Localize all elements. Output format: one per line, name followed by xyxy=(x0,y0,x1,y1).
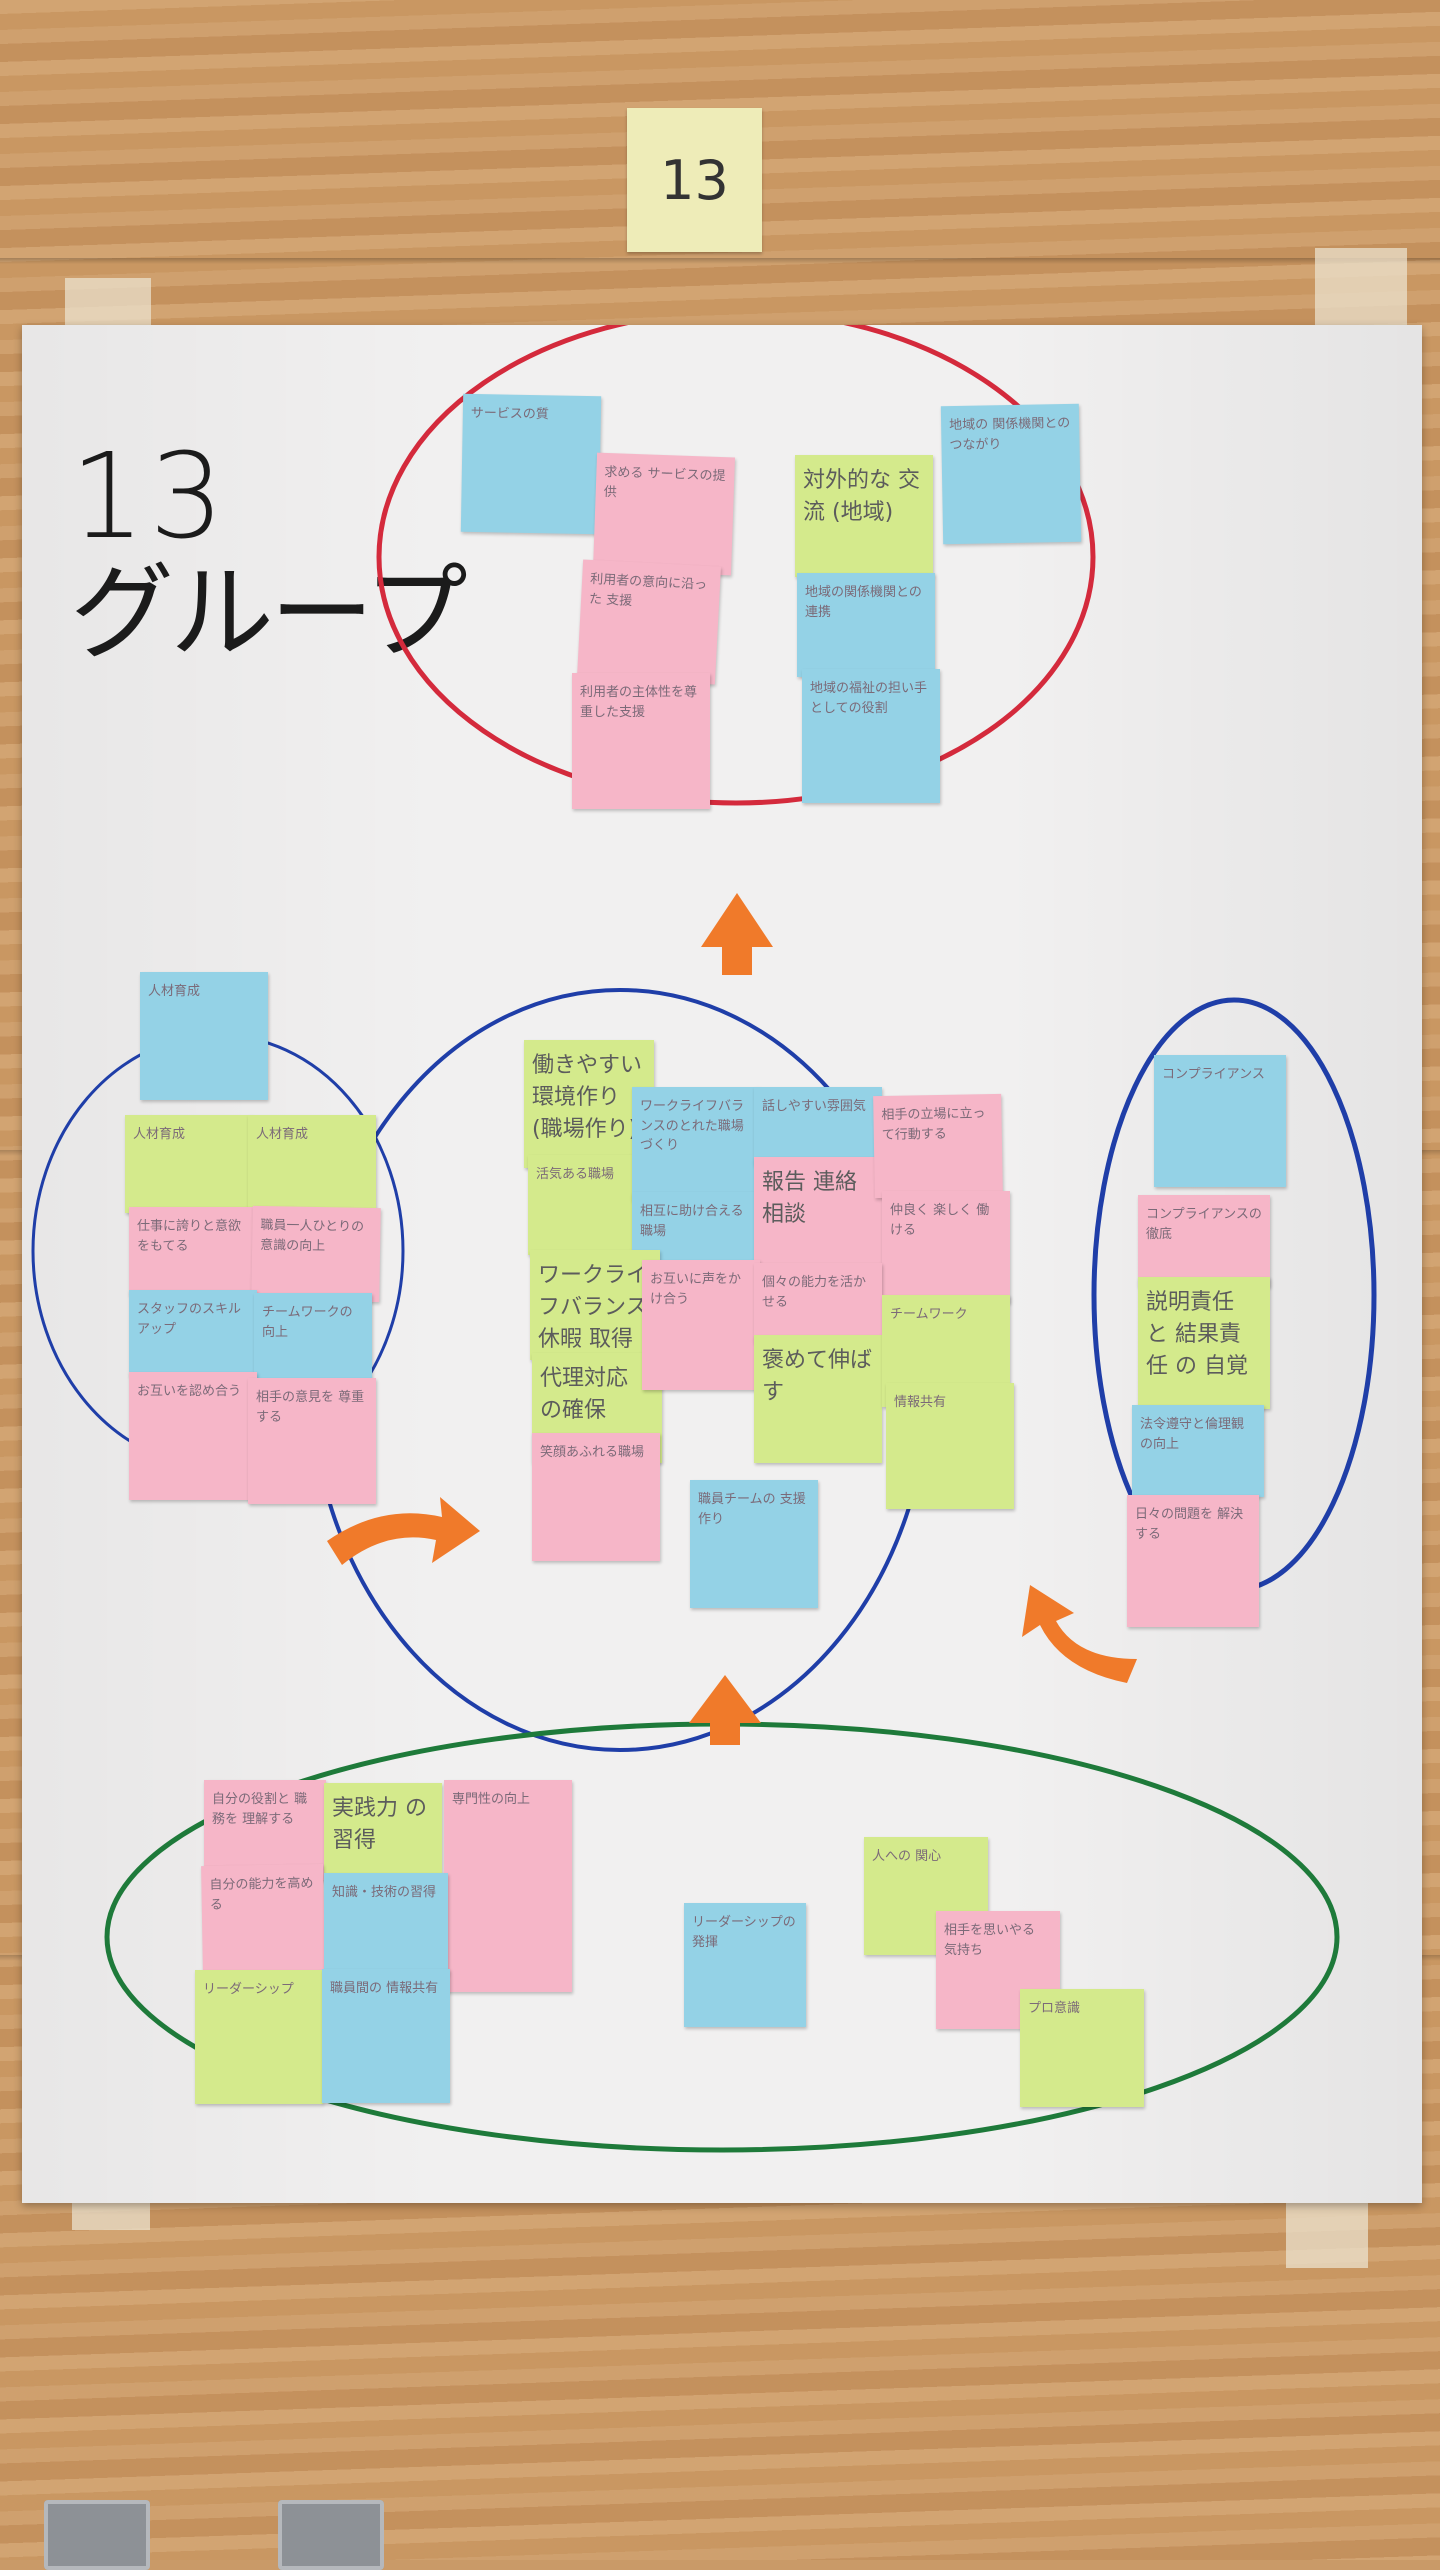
sticky-note: 情報共有 xyxy=(886,1383,1014,1509)
poster-paper: 13 グループ サービスの質 求める サービスの提供 利用者の意向に沿った 支援… xyxy=(22,325,1422,2203)
arrow-up-bottom xyxy=(689,1675,761,1745)
sticky-note: 職員間の 情報共有 xyxy=(322,1969,450,2103)
sticky-note: 専門性の向上 xyxy=(444,1780,572,1992)
poster-title: 13 グループ xyxy=(70,427,468,674)
arrow-curve-right xyxy=(1022,1585,1137,1683)
sticky-note: 話しやすい雰囲気 xyxy=(754,1087,882,1165)
sticky-note: お互いに声をかけ合う xyxy=(642,1260,760,1390)
sticky-note: 地域の関係機関との連携 xyxy=(797,573,935,677)
sticky-note: ワークライフバランスのとれた職場づくり xyxy=(632,1087,760,1201)
sticky-note: スタッフのスキルアップ xyxy=(129,1290,257,1376)
sticky-note: 日々の問題を 解決する xyxy=(1127,1495,1259,1627)
sticky-note: 人材育成 xyxy=(125,1115,253,1213)
poster-title-word: グループ xyxy=(70,551,468,674)
sticky-note: サービスの質 xyxy=(460,393,602,535)
sticky-note: 報告 連絡 相談 xyxy=(754,1157,882,1267)
sticky-note: 説明責任 と 結果責任 の 自覚 xyxy=(1138,1277,1270,1409)
tape-top-right xyxy=(1315,248,1407,328)
sticky-note: 利用者の意向に沿った 支援 xyxy=(577,559,721,685)
sticky-note: 相手を思いやる 気持ち xyxy=(936,1911,1060,2029)
sticky-note: チームワークの向上 xyxy=(254,1293,372,1381)
sticky-note: 対外的な 交流 (地域) xyxy=(795,455,933,577)
wall-outlet-right xyxy=(278,2500,384,2570)
sticky-note: 実践力 の習得 xyxy=(324,1783,442,1883)
sticky-note: 仕事に誇りと意欲をもてる xyxy=(129,1207,257,1295)
sticky-note: 地域の 関係機関との つながり xyxy=(940,403,1082,545)
arrow-curve-left xyxy=(327,1497,480,1565)
sticky-note: 利用者の主体性を尊重した支援 xyxy=(572,673,710,809)
sticky-note: 個々の能力を活かせる xyxy=(754,1263,882,1343)
sticky-note: 地域の福祉の担い手としての役割 xyxy=(802,669,940,803)
sticky-note: ワークライフバランス 休暇 取得 xyxy=(530,1250,660,1360)
sticky-note: 自分の能力を高める xyxy=(201,1863,325,1973)
sticky-note: お互いを認め合う xyxy=(129,1372,257,1500)
sticky-note: 褒めて伸ばす xyxy=(754,1335,882,1463)
sticky-note: 求める サービスの提供 xyxy=(592,452,736,576)
wall-outlet-left xyxy=(44,2500,150,2570)
top-red-circle xyxy=(376,325,1096,806)
sticky-note: 人材育成 xyxy=(248,1115,376,1213)
group-number-tag: 13 xyxy=(627,108,762,252)
sticky-note: 笑顔あふれる職場 xyxy=(532,1433,660,1561)
sticky-note: コンプライアンスの徹底 xyxy=(1138,1195,1270,1287)
sticky-note: 職員チームの 支援作り xyxy=(690,1480,818,1608)
sticky-note: 知識・技術の習得 xyxy=(324,1873,448,1975)
poster-title-number: 13 xyxy=(70,427,229,565)
sticky-note: 自分の役割と 職務を 理解する xyxy=(204,1780,326,1880)
arrow-up-top xyxy=(701,893,773,975)
sticky-note: 相手の立場に立って行動する xyxy=(873,1093,1003,1199)
sticky-note: 人材育成 xyxy=(140,972,268,1100)
sticky-note: 職員一人ひとりの意識の向上 xyxy=(251,1205,381,1303)
sticky-note: リーダーシップ xyxy=(195,1970,323,2104)
sticky-note: 相手の意見を 尊重する xyxy=(248,1378,376,1504)
sticky-note: リーダーシップの 発揮 xyxy=(684,1903,806,2027)
sticky-note: 仲良く 楽しく 働ける xyxy=(882,1191,1010,1303)
sticky-note: プロ意識 xyxy=(1020,1989,1144,2107)
sticky-note: コンプライアンス xyxy=(1154,1055,1286,1187)
sticky-note: 法令遵守と倫理観の向上 xyxy=(1132,1405,1264,1497)
